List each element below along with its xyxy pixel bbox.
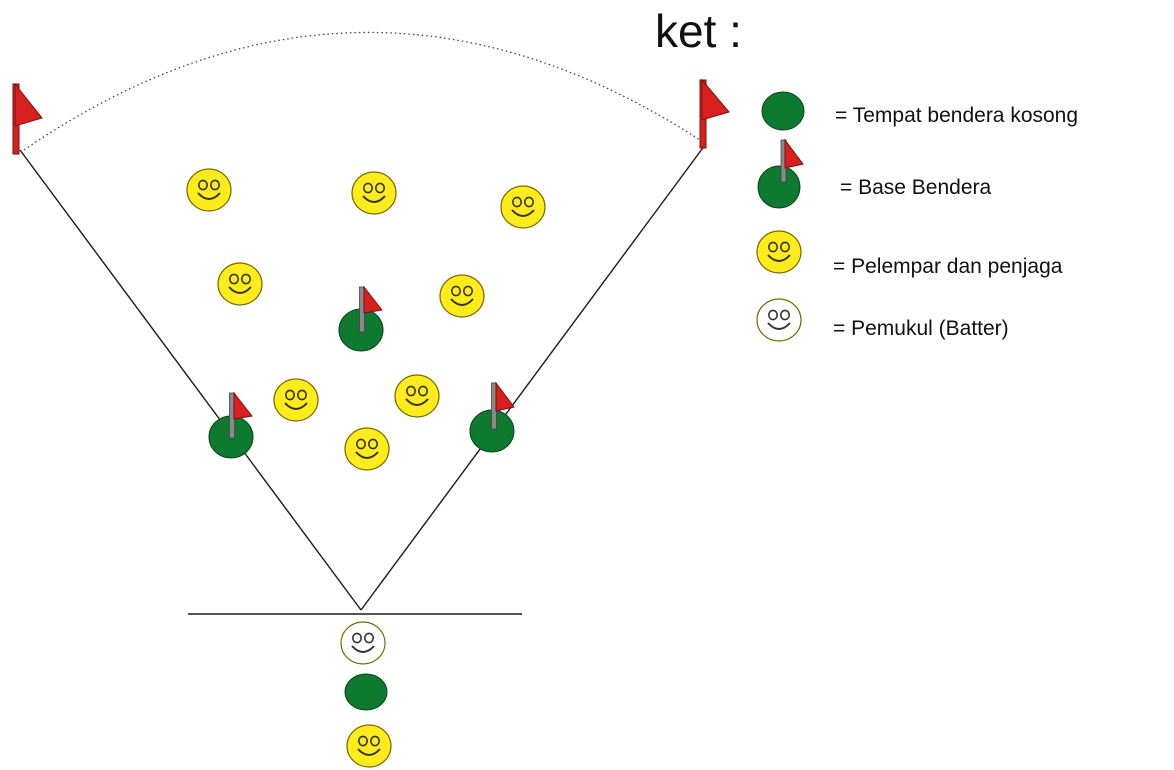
fielder-smiley [186, 168, 232, 212]
legend-white-smiley-icon [756, 298, 802, 342]
empty-flag-spot [344, 673, 388, 711]
flag-base-left [208, 391, 254, 459]
legend-empty-spot-icon [761, 91, 805, 131]
legend-label-thrower: = Pelempar dan penjaga [833, 255, 1063, 278]
legend-title: ket : [655, 5, 742, 57]
flag-base-center [338, 285, 384, 352]
fielder-smiley [439, 274, 485, 318]
thrower-smiley [346, 724, 392, 768]
fielder-smiley [273, 378, 319, 422]
legend-yellow-smiley-icon [756, 230, 802, 274]
foul-line-right [360, 144, 706, 611]
outfield-arc [23, 31, 701, 151]
flag-base-right [469, 381, 515, 453]
corner-flag-left [12, 82, 43, 155]
legend-label-empty-spot: = Tempat bendera kosong [835, 104, 1079, 127]
batter-smiley [340, 621, 386, 665]
fielder-smiley [500, 185, 546, 229]
fielder-smiley [217, 262, 263, 306]
fielder-smiley [344, 427, 390, 471]
fielder-smiley [394, 374, 440, 418]
legend-label-batter: = Pemukul (Batter) [833, 317, 1009, 340]
corner-flag-right [699, 78, 730, 149]
foul-line-left [19, 149, 362, 611]
legend-label-flag-base: = Base Bendera [840, 176, 992, 199]
legend-flag-base-icon [757, 138, 804, 209]
fielder-smiley [351, 171, 397, 215]
